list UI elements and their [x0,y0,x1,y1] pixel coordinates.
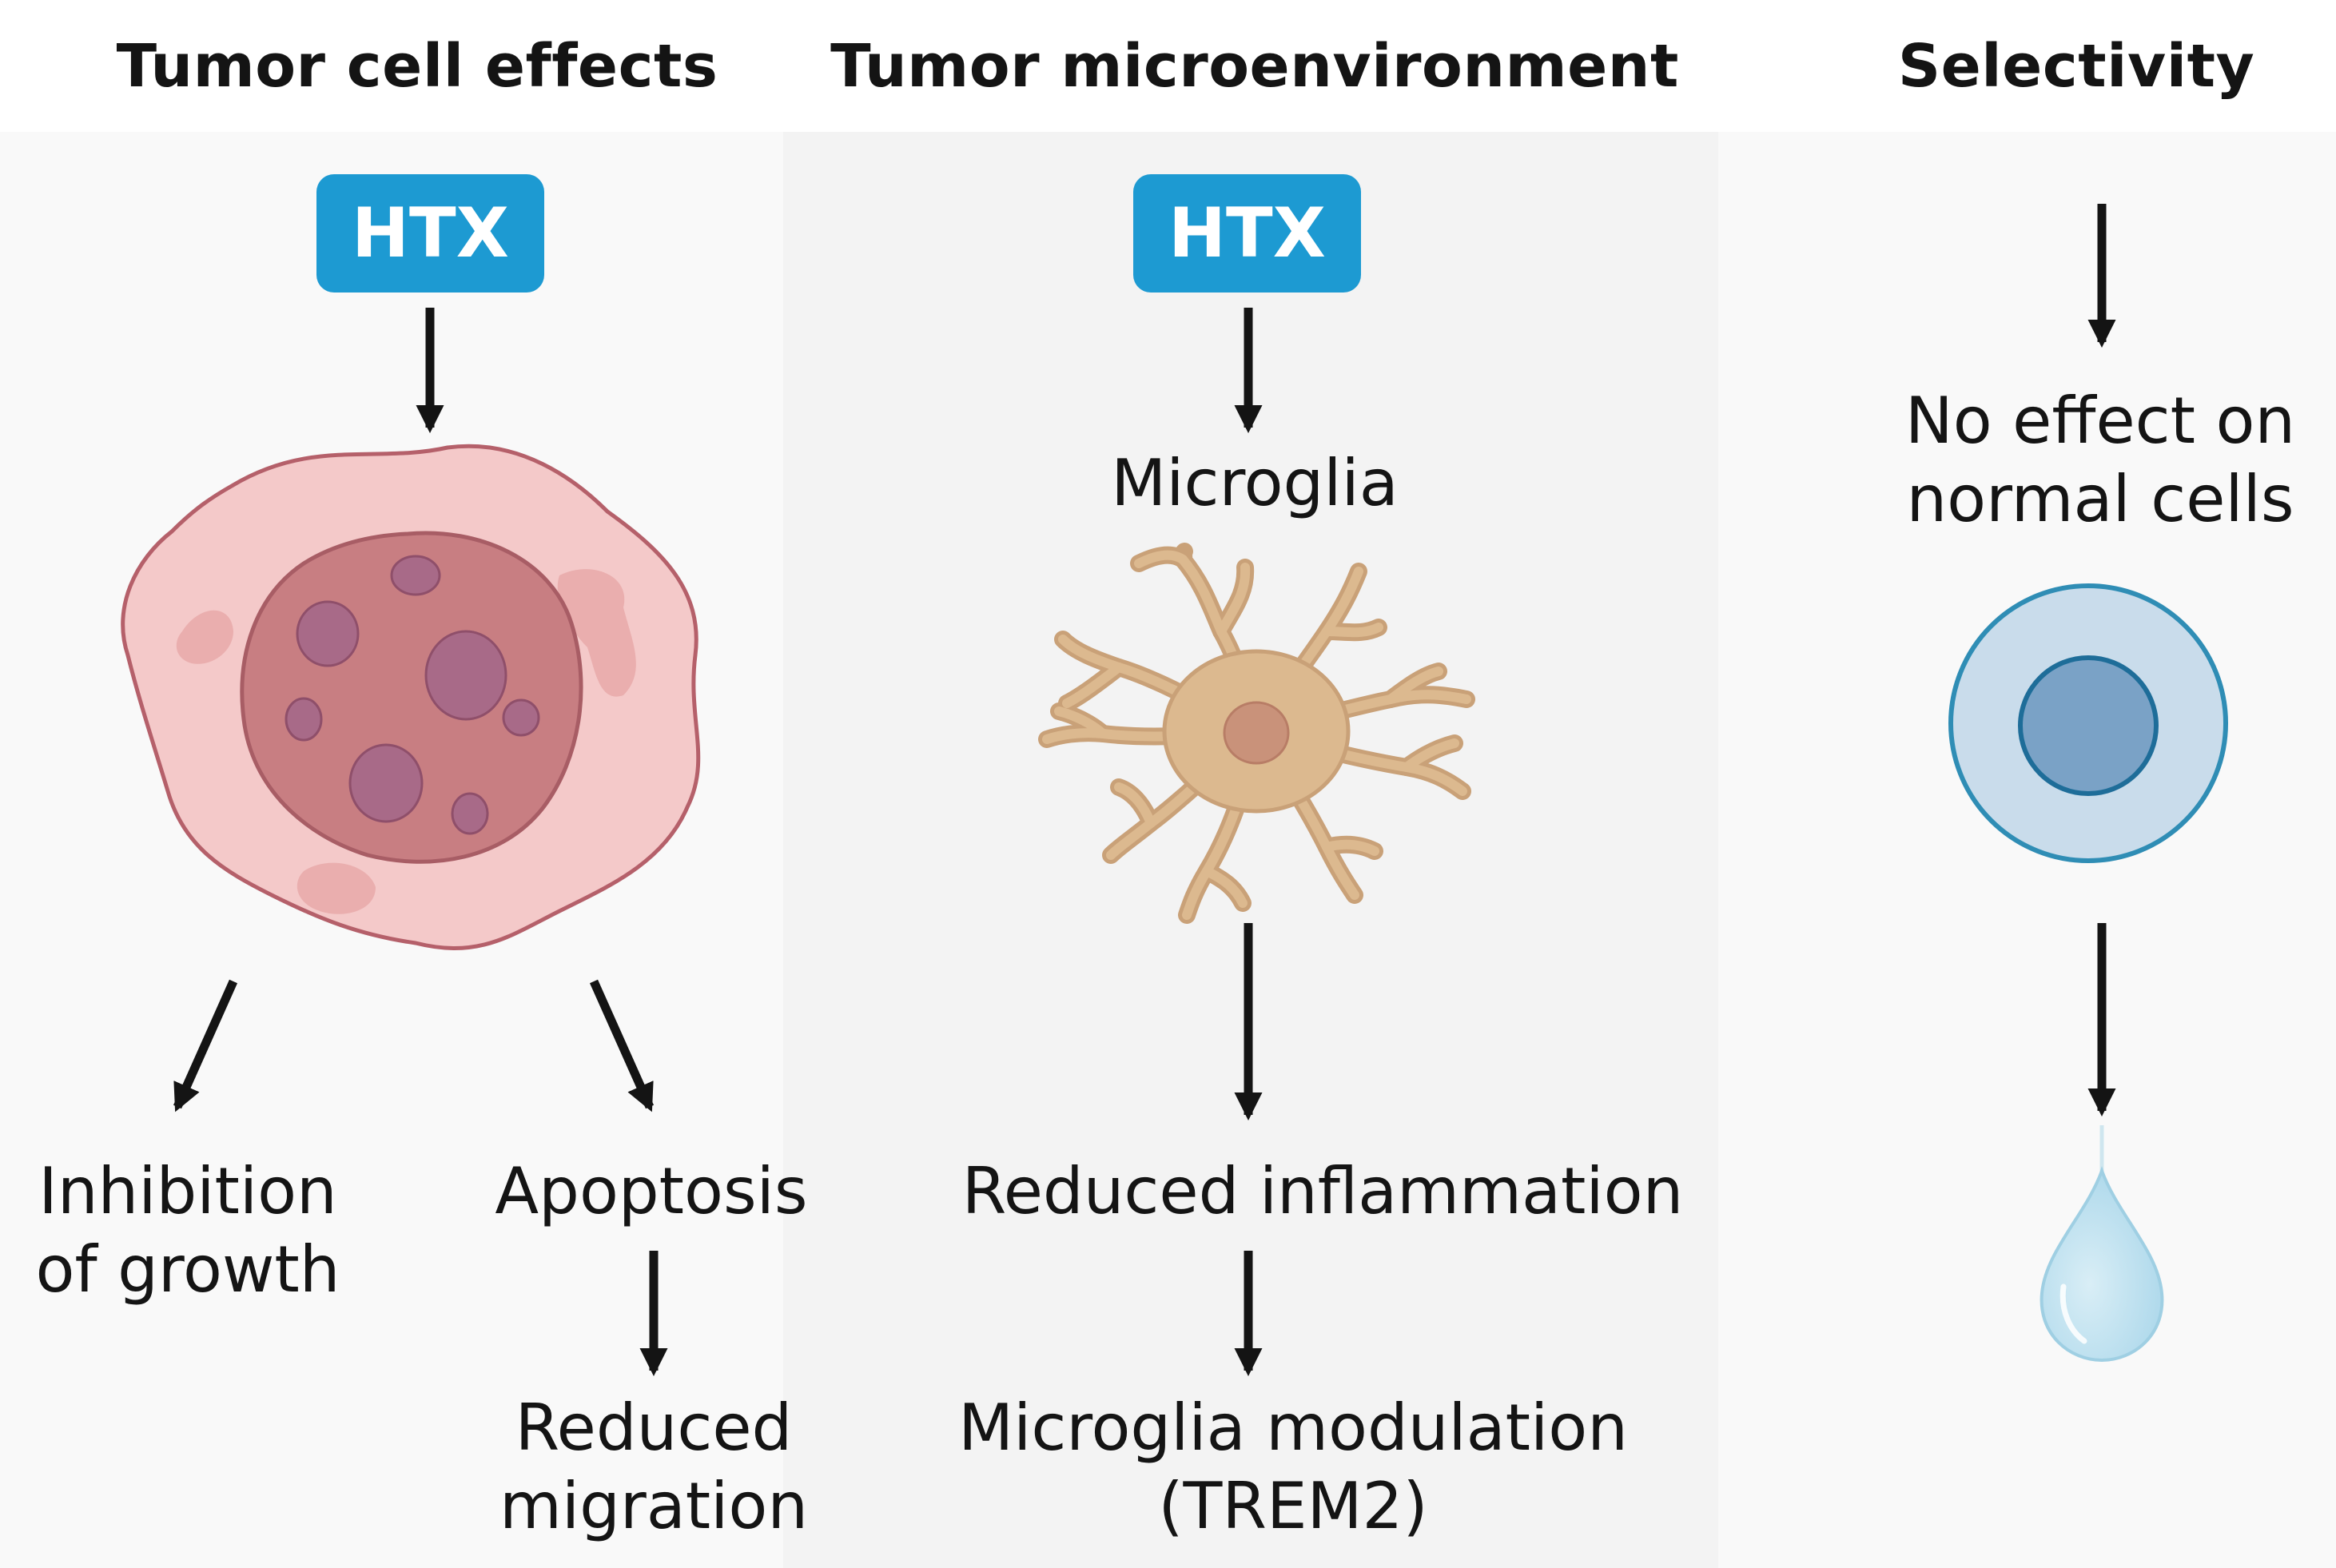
htx-box-microenvironment: HTX [1133,174,1361,293]
normal-cell-icon [1948,583,2228,863]
heading-selectivity: Selectivity [1897,32,2255,101]
label-inhibition-line-1: Inhibition [38,1154,337,1228]
label-migration-line-1: Reduced [515,1391,793,1465]
label-inhibition-line-2: of growth [35,1232,340,1307]
tumor-cell-icon [121,444,701,950]
microglia-icon [1038,543,1475,924]
droplet-icon [2040,1166,2164,1363]
heading-tumor-microenvironment: Tumor microenvironment [830,32,1679,101]
label-selectivity-line-1: No effect on [1904,384,2296,458]
label-microglia-modulation: Microglia modulation (TREM2) [958,1389,1628,1546]
arrow-tumor-cell-to-apoptosis [589,979,655,1112]
panel-selectivity-background [1718,132,2336,1568]
label-microglia: Microglia [1111,446,1399,520]
label-no-effect-on-normal-cells: No effect on normal cells [1905,382,2295,539]
label-migration-line-2: migration [499,1469,809,1543]
label-reduced-inflammation: Reduced inflammation [961,1154,1684,1228]
htx-box-tumor: HTX [316,174,544,293]
label-modulation-line-1: Microglia modulation [958,1391,1628,1465]
heading-tumor-cell-effects: Tumor cell effects [116,32,718,101]
label-selectivity-line-2: normal cells [1906,462,2294,536]
label-inhibition-of-growth: Inhibition of growth [36,1152,340,1309]
label-modulation-line-2: (TREM2) [1158,1469,1428,1543]
arrow-tumor-cell-to-growth-inhibition [173,979,238,1112]
label-reduced-migration: Reduced migration [499,1389,808,1546]
label-apoptosis: Apoptosis [495,1154,808,1228]
